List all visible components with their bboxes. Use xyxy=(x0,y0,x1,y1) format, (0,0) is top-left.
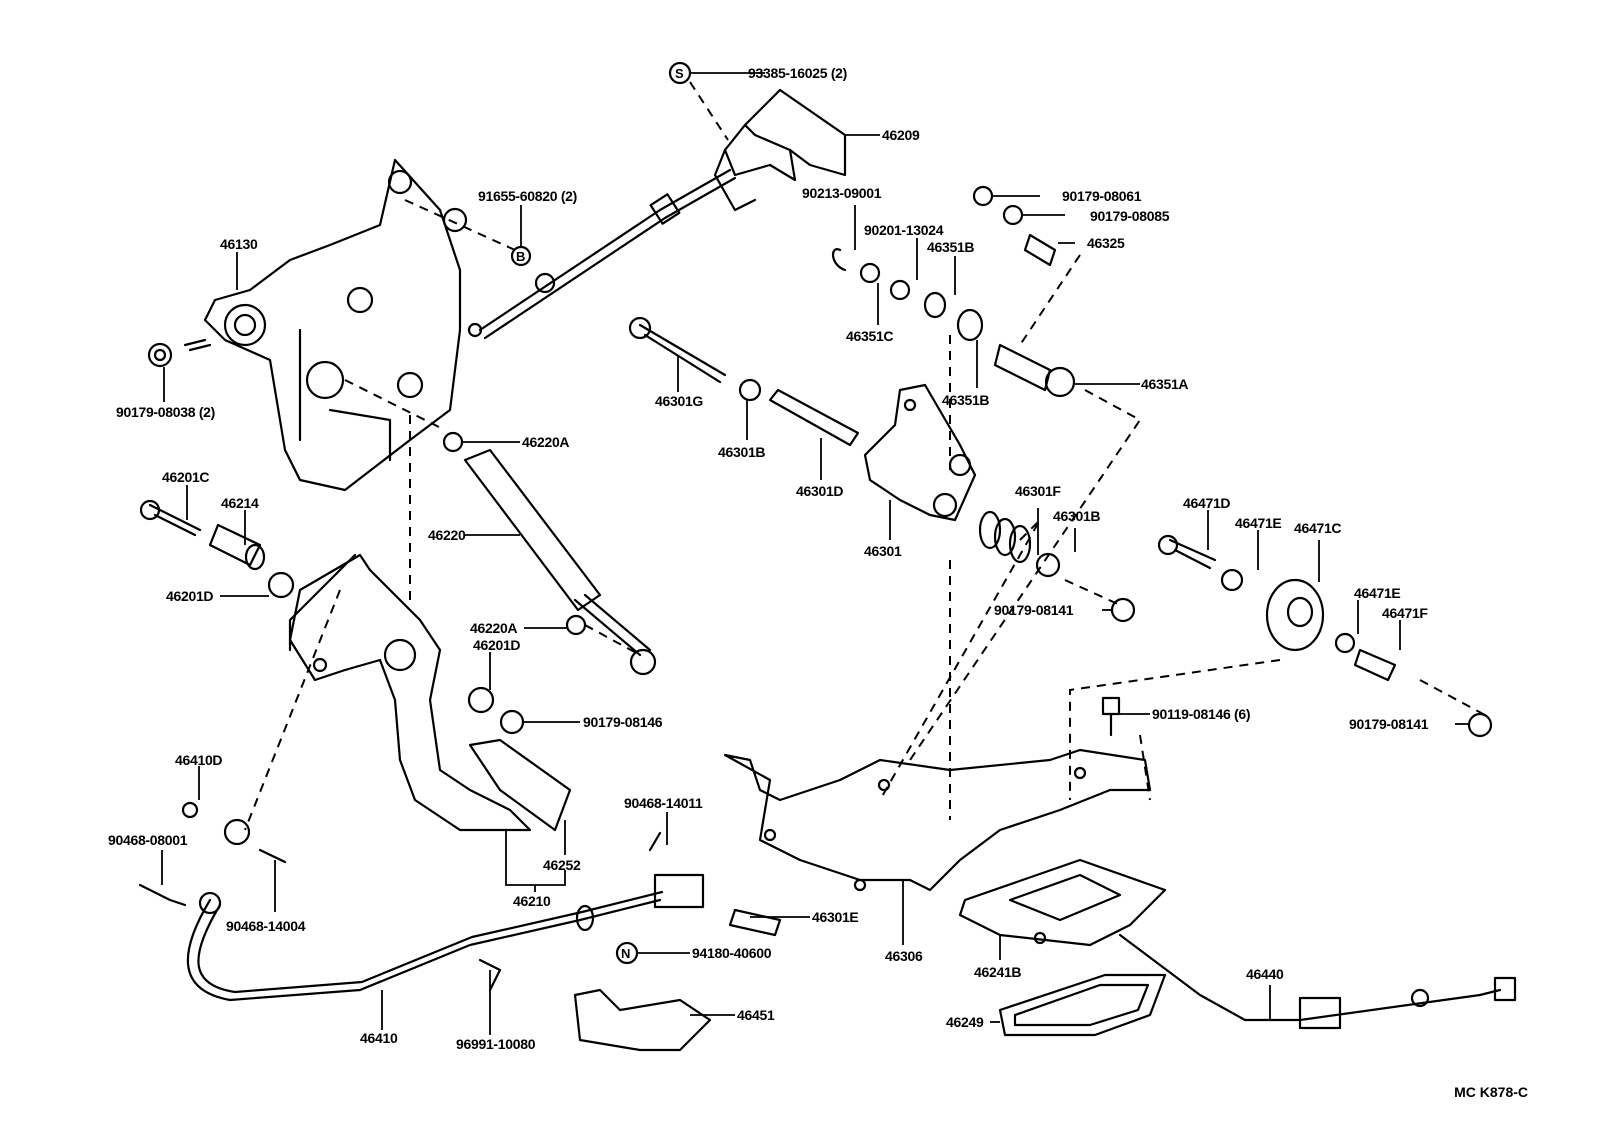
part-46301G-bolt[interactable] xyxy=(630,318,725,382)
label-46252: 46252 xyxy=(543,857,581,873)
label-46471C: 46471C xyxy=(1294,520,1342,536)
label-46471E-right: 46471E xyxy=(1354,585,1401,601)
label-46301D: 46301D xyxy=(796,483,844,499)
part-90179-08038-nut[interactable] xyxy=(149,344,171,366)
diagram-code: MC K878-C xyxy=(1454,1084,1528,1100)
part-46130-bracket[interactable] xyxy=(185,160,466,490)
part-46471-pulley-group[interactable] xyxy=(1159,536,1491,736)
part-clips[interactable] xyxy=(140,833,780,990)
part-rod-top[interactable] xyxy=(469,170,735,338)
label-90201-13024: 90201-13024 xyxy=(864,222,944,238)
label-46301E: 46301E xyxy=(812,909,859,925)
label-46209: 46209 xyxy=(882,127,920,143)
label-90179-08146: 90179-08146 xyxy=(583,714,663,730)
label-46471F: 46471F xyxy=(1382,605,1428,621)
label-46325: 46325 xyxy=(1087,235,1125,251)
svg-text:B: B xyxy=(516,249,525,264)
part-46301F-spring[interactable] xyxy=(980,512,1030,562)
part-90179-08146-nut[interactable] xyxy=(501,711,523,733)
label-93385-16025: 93385-16025 (2) xyxy=(748,65,848,81)
label-46201D-mid: 46201D xyxy=(473,637,521,653)
label-90179-08141-right: 90179-08141 xyxy=(1349,716,1429,732)
symbol-b: B xyxy=(512,247,530,265)
label-46351B-top: 46351B xyxy=(927,239,975,255)
label-46301F: 46301F xyxy=(1015,483,1061,499)
part-46440-cable[interactable] xyxy=(1120,935,1515,1028)
symbol-n: N xyxy=(617,943,637,963)
label-46410: 46410 xyxy=(360,1030,398,1046)
svg-text:S: S xyxy=(675,66,684,81)
symbol-s: S xyxy=(670,63,690,83)
label-46410D: 46410D xyxy=(175,752,223,768)
part-46249-grommet[interactable] xyxy=(1000,975,1165,1035)
part-46220-damper[interactable] xyxy=(444,433,655,674)
label-90468-14004: 90468-14004 xyxy=(226,918,306,934)
part-90179-08141-nut-mid[interactable] xyxy=(1112,599,1134,621)
part-small-hardware-top-right[interactable] xyxy=(833,187,1074,396)
leader-lines xyxy=(162,73,1469,1035)
label-46201D-left: 46201D xyxy=(166,588,214,604)
part-46301B-collar[interactable] xyxy=(740,380,1059,576)
part-46201C-bolt[interactable] xyxy=(141,501,200,535)
label-90179-08085: 90179-08085 xyxy=(1090,208,1170,224)
part-46451-bracket[interactable] xyxy=(575,990,710,1050)
label-46471E-top: 46471E xyxy=(1235,515,1282,531)
label-46210: 46210 xyxy=(513,893,551,909)
label-91655-60820: 91655-60820 (2) xyxy=(478,188,578,204)
part-90119-08146-bolt[interactable] xyxy=(1103,698,1119,735)
part-46306-bracket[interactable] xyxy=(725,750,1150,890)
label-46440: 46440 xyxy=(1246,966,1284,982)
label-46241B: 46241B xyxy=(974,964,1022,980)
label-46451: 46451 xyxy=(737,1007,775,1023)
label-46249: 46249 xyxy=(946,1014,984,1030)
label-46214: 46214 xyxy=(221,495,259,511)
label-46220: 46220 xyxy=(428,527,466,543)
part-46301-lever[interactable] xyxy=(865,385,975,520)
part-46214-sleeve[interactable] xyxy=(210,525,264,569)
label-46351B-bottom: 46351B xyxy=(942,392,990,408)
part-46241B-plate[interactable] xyxy=(960,860,1165,945)
label-46130: 46130 xyxy=(220,236,258,252)
part-46410-cable[interactable] xyxy=(183,803,703,1000)
label-94180-40600: 94180-40600 xyxy=(692,945,772,961)
part-46210-pedal-arm[interactable] xyxy=(290,555,570,830)
label-46301B-left: 46301B xyxy=(718,444,766,460)
part-46301D-pipe[interactable] xyxy=(770,390,858,445)
label-46301G: 46301G xyxy=(655,393,704,409)
part-46201D-bushing[interactable] xyxy=(269,573,493,712)
svg-text:N: N xyxy=(621,946,630,961)
label-46220A-bottom: 46220A xyxy=(470,620,518,636)
label-90468-08001: 90468-08001 xyxy=(108,832,188,848)
label-46351A: 46351A xyxy=(1141,376,1189,392)
label-90119-08146: 90119-08146 (6) xyxy=(1152,706,1251,722)
part-46209-bracket[interactable] xyxy=(715,90,845,210)
label-90179-08038: 90179-08038 (2) xyxy=(116,404,216,420)
label-46201C: 46201C xyxy=(162,469,210,485)
label-46301B-right: 46301B xyxy=(1053,508,1101,524)
label-46301: 46301 xyxy=(864,543,902,559)
label-96991-10080: 96991-10080 xyxy=(456,1036,536,1052)
label-90468-14011: 90468-14011 xyxy=(624,795,703,811)
dashed-alignment-lines xyxy=(245,82,1485,830)
label-46351C: 46351C xyxy=(846,328,894,344)
label-46471D: 46471D xyxy=(1183,495,1231,511)
label-90179-08061: 90179-08061 xyxy=(1062,188,1142,204)
label-46220A-top: 46220A xyxy=(522,434,570,450)
label-90213-09001: 90213-09001 xyxy=(802,185,882,201)
label-90179-08141-mid: 90179-08141 xyxy=(994,602,1074,618)
label-46306: 46306 xyxy=(885,948,923,964)
